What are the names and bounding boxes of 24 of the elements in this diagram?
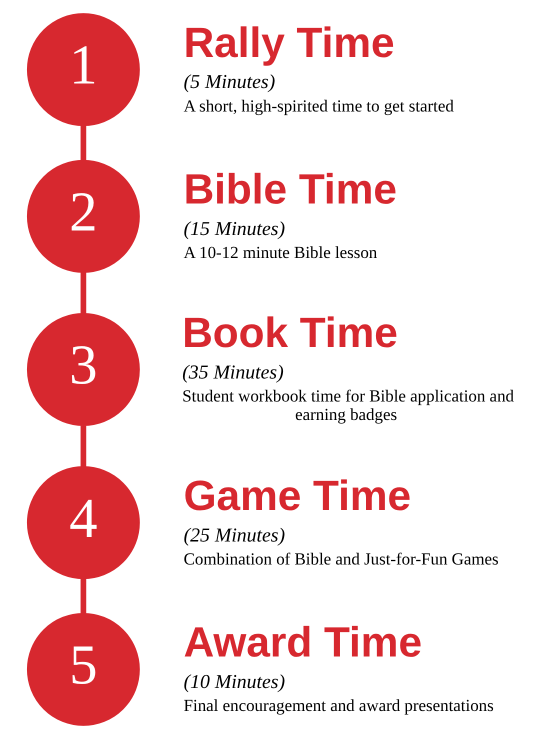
- node-circle: 5: [26, 612, 140, 726]
- connector: [80, 272, 86, 314]
- node-label: A short, high-spirited time to get started: [184, 96, 454, 116]
- node-circle: 4: [26, 466, 140, 580]
- node-label: (35 Minutes): [182, 361, 284, 384]
- node-label: Rally Time: [184, 18, 395, 66]
- node-label: (5 Minutes): [184, 71, 276, 94]
- node-label: Bible Time: [184, 166, 397, 213]
- node-label: Award Time: [184, 618, 422, 666]
- connector: [80, 578, 86, 614]
- connector: [80, 125, 86, 160]
- node-label: (25 Minutes): [184, 524, 286, 546]
- node-label: Student workbook time for Bible application and earning badges: [182, 386, 514, 424]
- node-label: Game Time: [184, 472, 412, 519]
- node-label: (10 Minutes): [184, 671, 286, 694]
- node-label: Final encouragement and award presentations: [184, 696, 494, 716]
- node-label: (15 Minutes): [184, 218, 286, 240]
- node-circle: 3: [26, 313, 140, 426]
- node-label: Combination of Bible and Just-for-Fun Games: [184, 549, 499, 568]
- node-circle: 2: [26, 160, 140, 273]
- connector: [80, 426, 86, 467]
- node-circle: 1: [26, 13, 140, 126]
- node-label: Book Time: [182, 308, 398, 356]
- node-label: A 10-12 minute Bible lesson: [184, 243, 378, 262]
